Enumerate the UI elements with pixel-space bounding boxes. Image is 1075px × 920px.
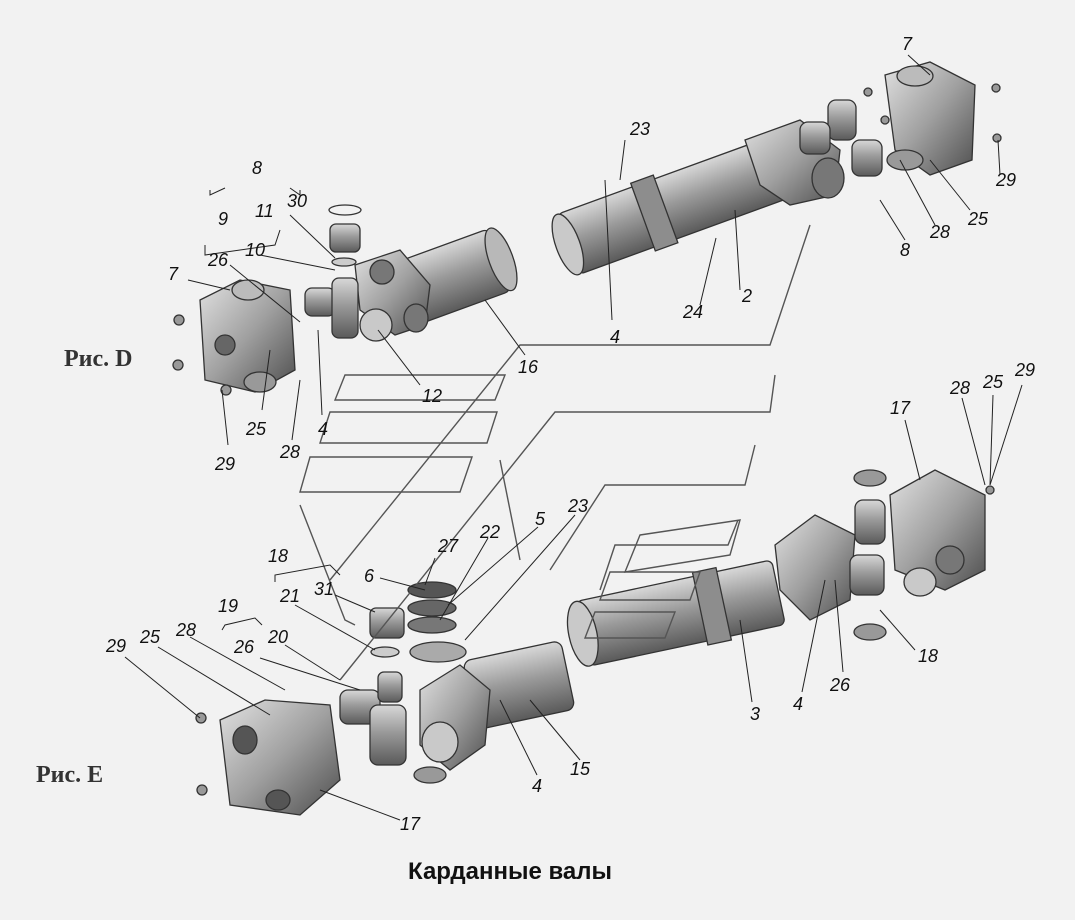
callout-28: 28 (929, 222, 950, 242)
leader-lines (124, 54, 1023, 821)
callout-28-e: 28 (175, 620, 196, 640)
callout-28-left: 28 (279, 442, 300, 462)
flange-17-left (219, 699, 341, 816)
callout-16: 16 (518, 357, 539, 377)
callout-29-e: 29 (105, 636, 126, 656)
shaft-tube-3 (566, 560, 785, 667)
outline-plates (299, 224, 811, 681)
callout-26-right: 26 (829, 675, 851, 695)
callout-26: 26 (207, 250, 229, 270)
callout-8-group: 8 (252, 158, 262, 178)
callout-18-group: 18 (268, 546, 288, 566)
callout-25-right: 25 (982, 372, 1004, 392)
callout-19-group: 19 (218, 596, 238, 616)
callout-18-right: 18 (918, 646, 938, 666)
spider-18-right (849, 469, 887, 641)
callout-23: 23 (629, 119, 650, 139)
callout-25-e: 25 (139, 627, 161, 647)
bearing-cup-30 (328, 204, 362, 267)
callout-21: 21 (279, 586, 300, 606)
diagram-caption: Карданные валы (408, 858, 612, 885)
callout-4-right: 4 (793, 694, 803, 714)
callout-29: 29 (995, 170, 1016, 190)
callout-6: 6 (364, 566, 375, 586)
callout-29-right: 29 (1014, 360, 1035, 380)
callout-27: 27 (437, 536, 459, 556)
callout-11: 11 (255, 201, 274, 221)
fig-e-assembly (195, 469, 995, 816)
callout-12: 12 (422, 386, 442, 406)
bearing-cup-31 (369, 607, 405, 658)
callout-26-e: 26 (233, 637, 255, 657)
callout-17-right: 17 (890, 398, 911, 418)
callout-10: 10 (245, 240, 265, 260)
flange-7-right (884, 61, 976, 176)
flange-17-right (889, 469, 986, 597)
spider-12-left (304, 277, 393, 342)
callout-24: 24 (682, 302, 703, 322)
figure-label-e: Рис. E (36, 762, 104, 788)
callout-5: 5 (535, 509, 546, 529)
callout-23-e: 23 (567, 496, 588, 516)
fig-d-assembly (172, 61, 1002, 396)
callout-2: 2 (741, 286, 752, 306)
shaft-tube-2 (551, 136, 794, 276)
callout-25-left: 25 (245, 419, 267, 439)
callout-7-left: 7 (168, 264, 179, 284)
callout-15: 15 (570, 759, 591, 779)
callout-numbers: 7 29 8 28 25 23 2 24 4 16 8 9 11 30 10 2… (105, 34, 1035, 834)
callout-31: 31 (314, 579, 334, 599)
flange-7-left (199, 279, 296, 393)
callout-17-left: 17 (400, 814, 421, 834)
seal-ring-stack (407, 581, 467, 663)
callout-29-left: 29 (214, 454, 235, 474)
callout-4-left: 4 (318, 419, 328, 439)
callout-7: 7 (902, 34, 913, 54)
callout-20: 20 (267, 627, 288, 647)
callout-28-right: 28 (949, 378, 970, 398)
callout-25: 25 (967, 209, 989, 229)
callout-30: 30 (287, 191, 307, 211)
callout-3: 3 (750, 704, 760, 724)
yoke-left-e (413, 664, 491, 784)
figure-label-d: Рис. D (64, 346, 133, 372)
spider-19-left (339, 671, 407, 766)
callout-8: 8 (900, 240, 910, 260)
spider-8-right (799, 99, 883, 177)
callout-4: 4 (610, 327, 620, 347)
callout-22: 22 (479, 522, 500, 542)
yoke-right-e (774, 514, 856, 621)
callout-4-e: 4 (532, 776, 542, 796)
callout-9-group: 9 (218, 209, 228, 229)
